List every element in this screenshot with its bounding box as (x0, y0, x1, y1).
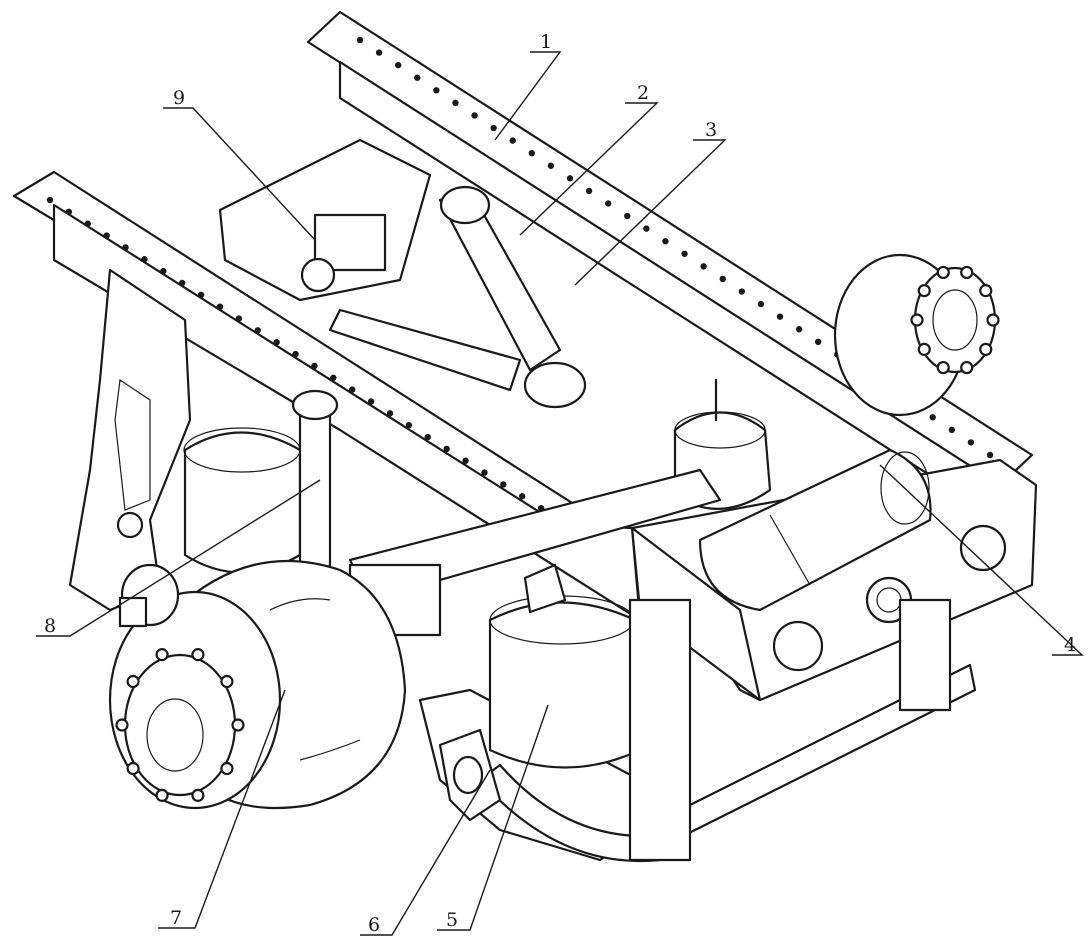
rivet-hole (273, 339, 279, 345)
wheel-stud (938, 362, 949, 373)
wheel-stud (912, 315, 923, 326)
rivet-hole (103, 232, 109, 238)
rivet-hole (519, 493, 525, 499)
wheel-stud (128, 763, 139, 774)
wheel-stud (988, 315, 999, 326)
rivet-hole (662, 238, 668, 244)
rivet-hole (777, 313, 783, 319)
rivet-hole (179, 280, 185, 286)
rivet-hole (141, 256, 147, 262)
callout-6: 6 (368, 914, 380, 936)
rivet-hole (949, 427, 955, 433)
rivet-hole (529, 150, 535, 156)
rivet-hole (311, 363, 317, 369)
rivet-hole (815, 339, 821, 345)
wheel-stud (961, 362, 972, 373)
rivet-hole (567, 175, 573, 181)
rivet-hole (739, 288, 745, 294)
shock-absorber (293, 391, 337, 570)
rivet-hole (968, 439, 974, 445)
rivet-hole (387, 410, 393, 416)
wheel-stud (980, 285, 991, 296)
rivet-hole (349, 386, 355, 392)
rivet-hole (700, 263, 706, 269)
rivet-hole (198, 292, 204, 298)
callout-8: 8 (44, 615, 56, 637)
rivet-hole (624, 213, 630, 219)
rivet-hole (758, 301, 764, 307)
wheel-stud (961, 267, 972, 278)
rivet-hole (433, 87, 439, 93)
rivet-hole (236, 315, 242, 321)
rivet-hole (481, 469, 487, 475)
rivet-hole (930, 414, 936, 420)
rivet-hole (681, 251, 687, 257)
wheel-stud (128, 676, 139, 687)
wheel-stud (192, 649, 203, 660)
callout-5: 5 (446, 909, 458, 931)
rivet-hole (605, 200, 611, 206)
rivet-hole (292, 351, 298, 357)
callout-2: 2 (637, 82, 649, 104)
rivet-hole (395, 62, 401, 68)
rivet-hole (122, 244, 128, 250)
rivet-hole (376, 49, 382, 55)
callout-9: 9 (173, 87, 185, 109)
valve-crossmember (220, 140, 430, 300)
rivet-hole (452, 100, 458, 106)
callout-1: 1 (540, 31, 552, 53)
wheel-stud (980, 344, 991, 355)
rivet-hole (462, 458, 468, 464)
rivet-hole (85, 221, 91, 227)
wheel-stud (157, 649, 168, 660)
rivet-hole (160, 268, 166, 274)
wheel-stud (233, 720, 244, 731)
rivet-hole (368, 398, 374, 404)
wheel-stud (221, 676, 232, 687)
rivet-hole (720, 276, 726, 282)
wheel-stud (192, 790, 203, 801)
front-air-spring (184, 428, 300, 573)
rivet-hole (425, 434, 431, 440)
wheel-stud (221, 763, 232, 774)
callout-4: 4 (1064, 634, 1076, 656)
rivet-hole (330, 375, 336, 381)
rivet-hole (217, 303, 223, 309)
callout-7: 7 (170, 907, 182, 929)
rivet-hole (471, 112, 477, 118)
front-hanger-bracket (70, 270, 190, 610)
rivet-hole (548, 163, 554, 169)
rivet-hole (586, 188, 592, 194)
wheel-stud (157, 790, 168, 801)
callout-3: 3 (705, 119, 717, 141)
wheel-stud (117, 720, 128, 731)
rivet-hole (66, 209, 72, 215)
rivet-hole (490, 125, 496, 131)
wheel-stud (919, 344, 930, 355)
wheel-stud (938, 267, 949, 278)
rivet-hole (443, 446, 449, 452)
rivet-hole (357, 37, 363, 43)
rivet-hole (414, 75, 420, 81)
rivet-hole (796, 326, 802, 332)
rivet-hole (510, 137, 516, 143)
wheel-stud (919, 285, 930, 296)
rivet-hole (406, 422, 412, 428)
rivet-hole (643, 225, 649, 231)
right-wheel-hub (835, 255, 999, 415)
rivet-hole (500, 481, 506, 487)
rivet-hole (255, 327, 261, 333)
rivet-hole (987, 452, 993, 458)
rivet-hole (47, 197, 53, 203)
